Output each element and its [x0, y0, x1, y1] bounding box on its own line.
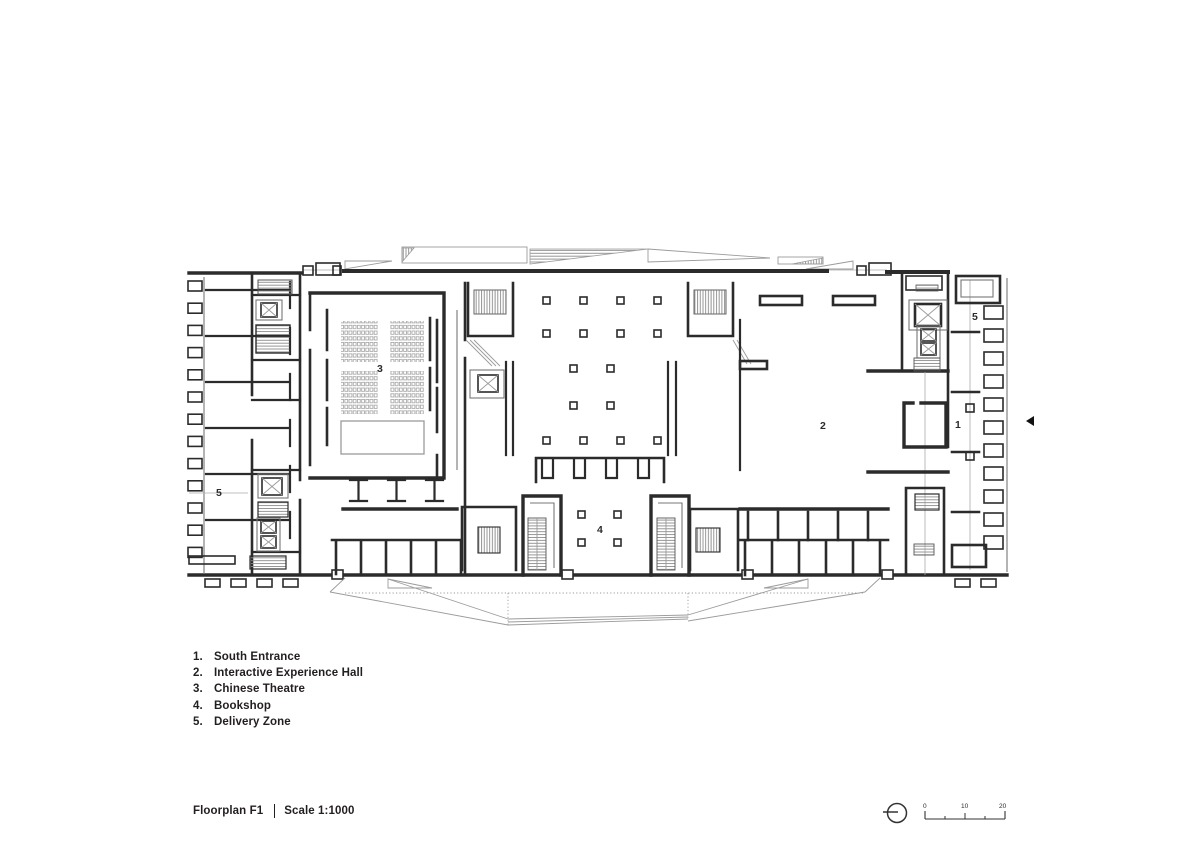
- legend-item-label: Chinese Theatre: [214, 683, 305, 696]
- legend-item-label: Delivery Zone: [214, 715, 291, 728]
- legend-item: 5. Delivery Zone: [193, 714, 363, 730]
- theatre-stage: [340, 420, 425, 455]
- plan-title: Floorplan F1: [193, 805, 264, 817]
- title-divider: [274, 804, 276, 818]
- room-label-delivery-east: 5: [972, 311, 978, 323]
- legend-item-number: 4.: [193, 699, 203, 712]
- east-core: [866, 270, 950, 577]
- east-wing: [950, 274, 1008, 572]
- scale-tick-20: 20: [999, 803, 1007, 810]
- legend-item-number: 1.: [193, 651, 203, 663]
- central-hall: [466, 281, 752, 484]
- legend-item: 2. Interactive Experience Hall: [193, 665, 363, 681]
- room-label-south-entrance: 1: [955, 419, 961, 431]
- legend-item-number: 2.: [193, 667, 203, 680]
- entrance-arrow-icon: [1026, 416, 1034, 426]
- legend-item-number: 5.: [193, 715, 203, 728]
- legend-item-label: Bookshop: [214, 699, 272, 712]
- legend-item-number: 3.: [193, 683, 203, 696]
- theatre-seats: [341, 371, 378, 414]
- plan-scale: Scale 1:1000: [284, 805, 355, 817]
- experience-hall: [738, 294, 877, 371]
- legend-item: 3. Chinese Theatre: [193, 681, 363, 697]
- north-canopy: [302, 246, 887, 271]
- bookshop: [460, 494, 740, 577]
- title-block: Floorplan F1 Scale 1:1000: [193, 804, 354, 818]
- theatre-seats: [390, 371, 424, 414]
- theatre-seats: [341, 321, 378, 362]
- south-entrance-room: [902, 401, 948, 449]
- west-wing: [187, 271, 302, 577]
- building-walls: [187, 262, 1009, 588]
- scale-tick-10: 10: [961, 803, 969, 810]
- south-rooms: [330, 507, 890, 577]
- room-label-delivery-west: 5: [216, 487, 222, 499]
- legend-item: 1. South Entrance: [193, 649, 363, 665]
- chinese-theatre: [308, 291, 446, 503]
- room-label-experience-hall: 2: [820, 420, 826, 432]
- room-label-chinese-theatre: 3: [377, 363, 383, 375]
- south-canopy: [329, 577, 881, 626]
- legend-item: 4. Bookshop: [193, 698, 363, 714]
- theatre-seats: [390, 321, 424, 362]
- central-corridor: [456, 281, 505, 577]
- legend-item-label: Interactive Experience Hall: [214, 667, 364, 680]
- scale-bar: 0 10 20: [923, 803, 1007, 820]
- north-indicator-icon: [883, 802, 908, 824]
- scale-tick-0: 0: [923, 803, 927, 810]
- legend-item-label: South Entrance: [214, 651, 301, 663]
- room-label-bookshop: 4: [597, 524, 603, 536]
- room-labels: 1 2 3 4 5 5: [216, 311, 978, 536]
- legend: 1. South Entrance 2. Interactive Experie…: [193, 649, 363, 730]
